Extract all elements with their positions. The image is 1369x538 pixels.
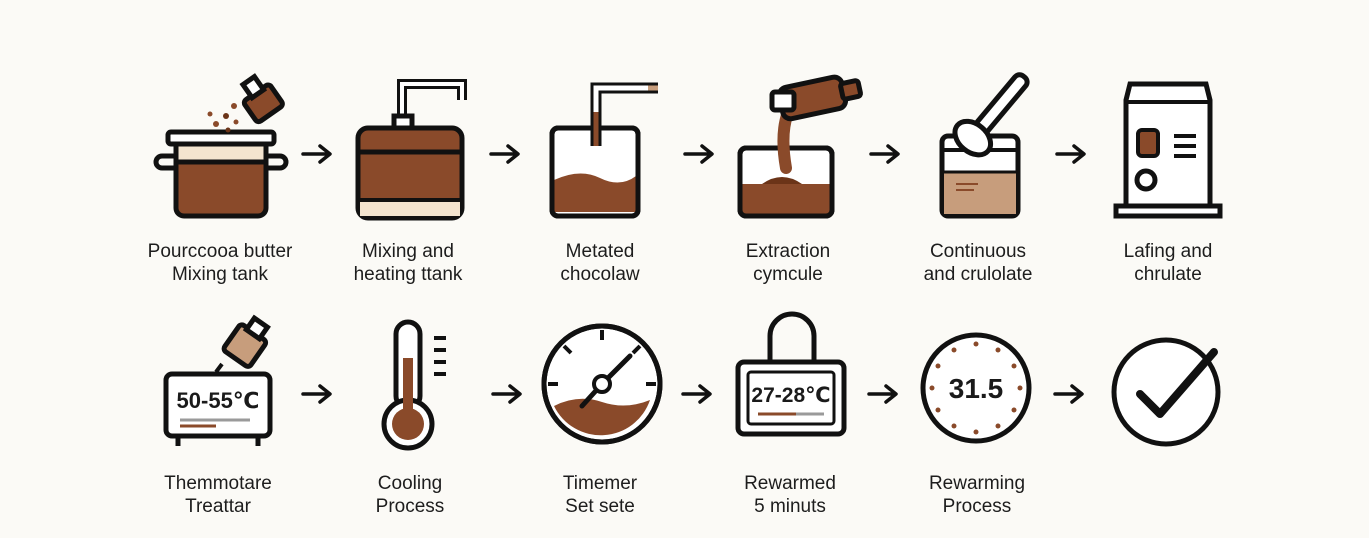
arrow-right-icon [491, 384, 522, 404]
arrow-right-icon [681, 384, 712, 404]
timer-clock-icon [541, 323, 663, 445]
readout-text: 27-28℃ [751, 384, 830, 407]
cocoa-pot-pour-icon [153, 73, 289, 219]
arrow-right-icon [869, 144, 900, 164]
arrow-right-icon [867, 384, 898, 404]
extraction-beaker-icon [737, 74, 863, 219]
readout-text: 31.5 [949, 373, 1004, 404]
arrow-right-icon [489, 144, 520, 164]
arrow-right-icon [301, 384, 332, 404]
arrow-right-icon [1055, 144, 1086, 164]
arrow-right-icon [1053, 384, 1084, 404]
thermometer-display-icon: 50-55℃ [163, 314, 273, 446]
stirring-jar-icon [939, 72, 1030, 219]
checkmark-icon [1111, 337, 1221, 447]
rewarming-dial-icon: 31.5 [920, 332, 1032, 444]
mixing-tank-icon [355, 79, 467, 221]
melting-jar-icon [549, 82, 658, 219]
arrow-right-icon [683, 144, 714, 164]
readout-text: 50-55℃ [177, 388, 260, 413]
machine-icon [1113, 81, 1223, 219]
arrow-right-icon [301, 144, 332, 164]
thermometer-icon [381, 319, 446, 451]
timer-display-icon: 27-28℃ [735, 311, 847, 437]
